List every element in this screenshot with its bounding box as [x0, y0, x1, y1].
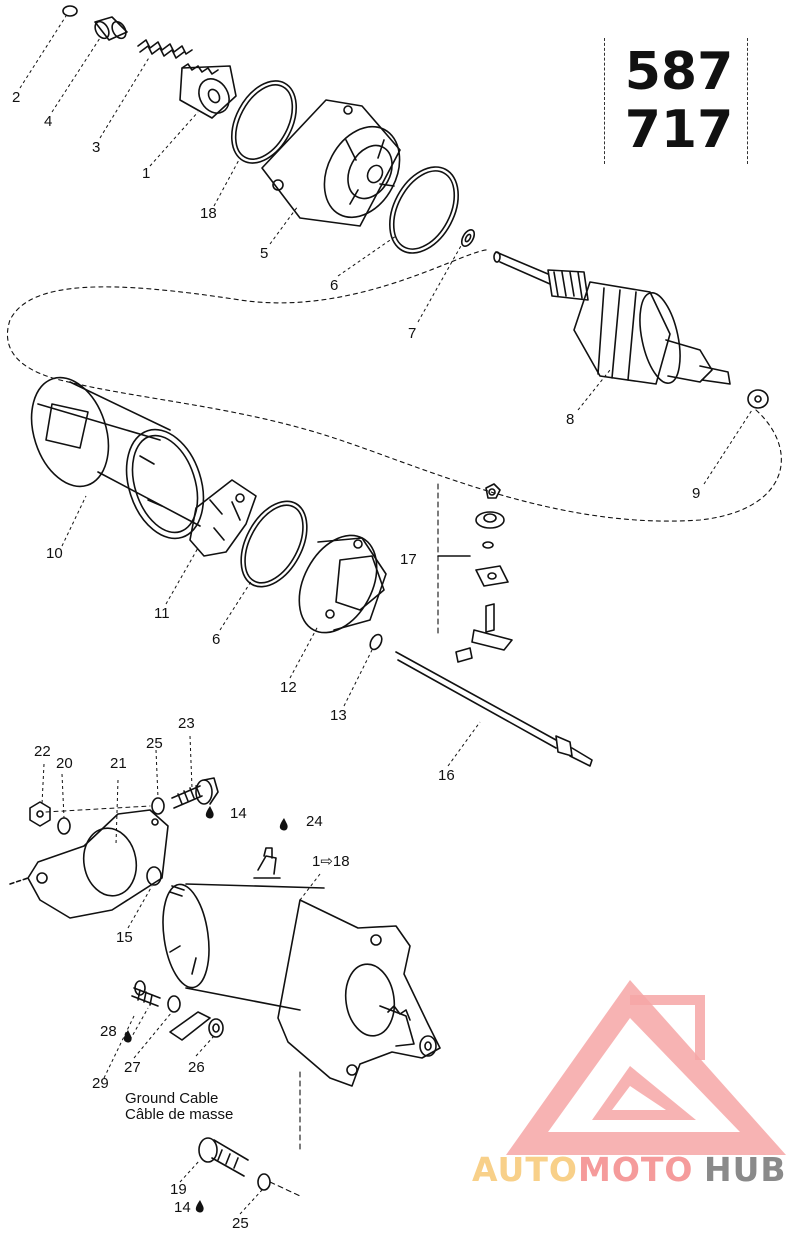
callout-24: 24 [306, 813, 323, 830]
ground-cable-label-fr: Câble de masse [125, 1106, 234, 1123]
washer-15 [146, 866, 162, 886]
callout-23: 23 [178, 715, 195, 732]
terminal-kit-17 [437, 483, 513, 663]
brush-plate-11 [189, 479, 257, 557]
callout-20: 20 [56, 755, 73, 772]
callout-28: 28 [100, 1023, 117, 1040]
model-number-box: 587 717 [604, 38, 748, 164]
cable-lug [169, 1011, 211, 1041]
drive-housing-5 [261, 99, 401, 227]
armature-8 [493, 251, 731, 385]
o-ring-13 [369, 633, 383, 651]
nut-26 [208, 1018, 224, 1038]
bolt-19 [198, 1137, 249, 1177]
callout-14-bottom: 14 [174, 1199, 191, 1216]
callout-17: 17 [400, 551, 417, 568]
callout-18: 18 [200, 205, 217, 222]
washer-20 [57, 817, 71, 835]
washer-9 [747, 389, 769, 409]
callout-25-top: 25 [146, 735, 163, 752]
callout-4: 4 [44, 113, 53, 130]
callout-16: 16 [438, 767, 455, 784]
drive-pinion-1 [179, 63, 237, 119]
nut-22 [29, 801, 51, 827]
through-bolt-16 [395, 651, 593, 767]
callout-13: 13 [330, 707, 347, 724]
washer-25-top [151, 797, 165, 815]
callout-9: 9 [692, 485, 701, 502]
callout-7: 7 [408, 325, 417, 342]
washer-25-bottom [257, 1173, 271, 1191]
end-cap-12 [298, 534, 387, 634]
watermark-auto: AUTO [472, 1150, 578, 1189]
callout-26: 26 [188, 1059, 205, 1076]
screw-29 [131, 980, 161, 1007]
yoke-10 [30, 376, 205, 540]
ring-clip-2 [62, 5, 78, 17]
callout-11: 11 [154, 605, 170, 622]
callout-21: 21 [110, 755, 127, 772]
bolt-23 [171, 777, 219, 809]
bushing-4 [94, 16, 128, 41]
bracket-21 [9, 809, 169, 919]
model-587: 587 [624, 42, 734, 102]
callout-25-bottom: 25 [232, 1215, 249, 1232]
automotohub-logo-mark [506, 980, 786, 1155]
callout-10: 10 [46, 545, 63, 562]
callout-22: 22 [34, 743, 51, 760]
callout-29: 29 [92, 1075, 109, 1092]
callout-1: 1 [142, 165, 151, 182]
washer-7 [460, 229, 476, 247]
callout-6-top: 6 [330, 277, 339, 294]
callout-12: 12 [280, 679, 297, 696]
o-ring-6-top [389, 166, 459, 254]
starter-assembly [162, 847, 441, 1087]
watermark-hub: HUB [704, 1150, 787, 1189]
callout-6-mid: 6 [212, 631, 221, 648]
o-ring-18 [230, 80, 298, 164]
ground-cable-label-en: Ground Cable [125, 1090, 219, 1107]
callout-19: 19 [170, 1181, 187, 1198]
o-ring-6-mid [240, 500, 308, 588]
callout-2: 2 [12, 89, 21, 106]
callout-5: 5 [260, 245, 269, 262]
callout-14-top: 14 [230, 805, 247, 822]
callout-27: 27 [124, 1059, 141, 1076]
watermark-moto: MOTO [578, 1150, 694, 1189]
model-717: 717 [624, 100, 734, 160]
callout-8: 8 [566, 411, 575, 428]
callout-3: 3 [92, 139, 101, 156]
spring-3 [137, 39, 193, 59]
callout-15: 15 [116, 929, 133, 946]
callout-assembly: 1⇨18 [312, 853, 350, 870]
washer-27 [167, 995, 181, 1013]
